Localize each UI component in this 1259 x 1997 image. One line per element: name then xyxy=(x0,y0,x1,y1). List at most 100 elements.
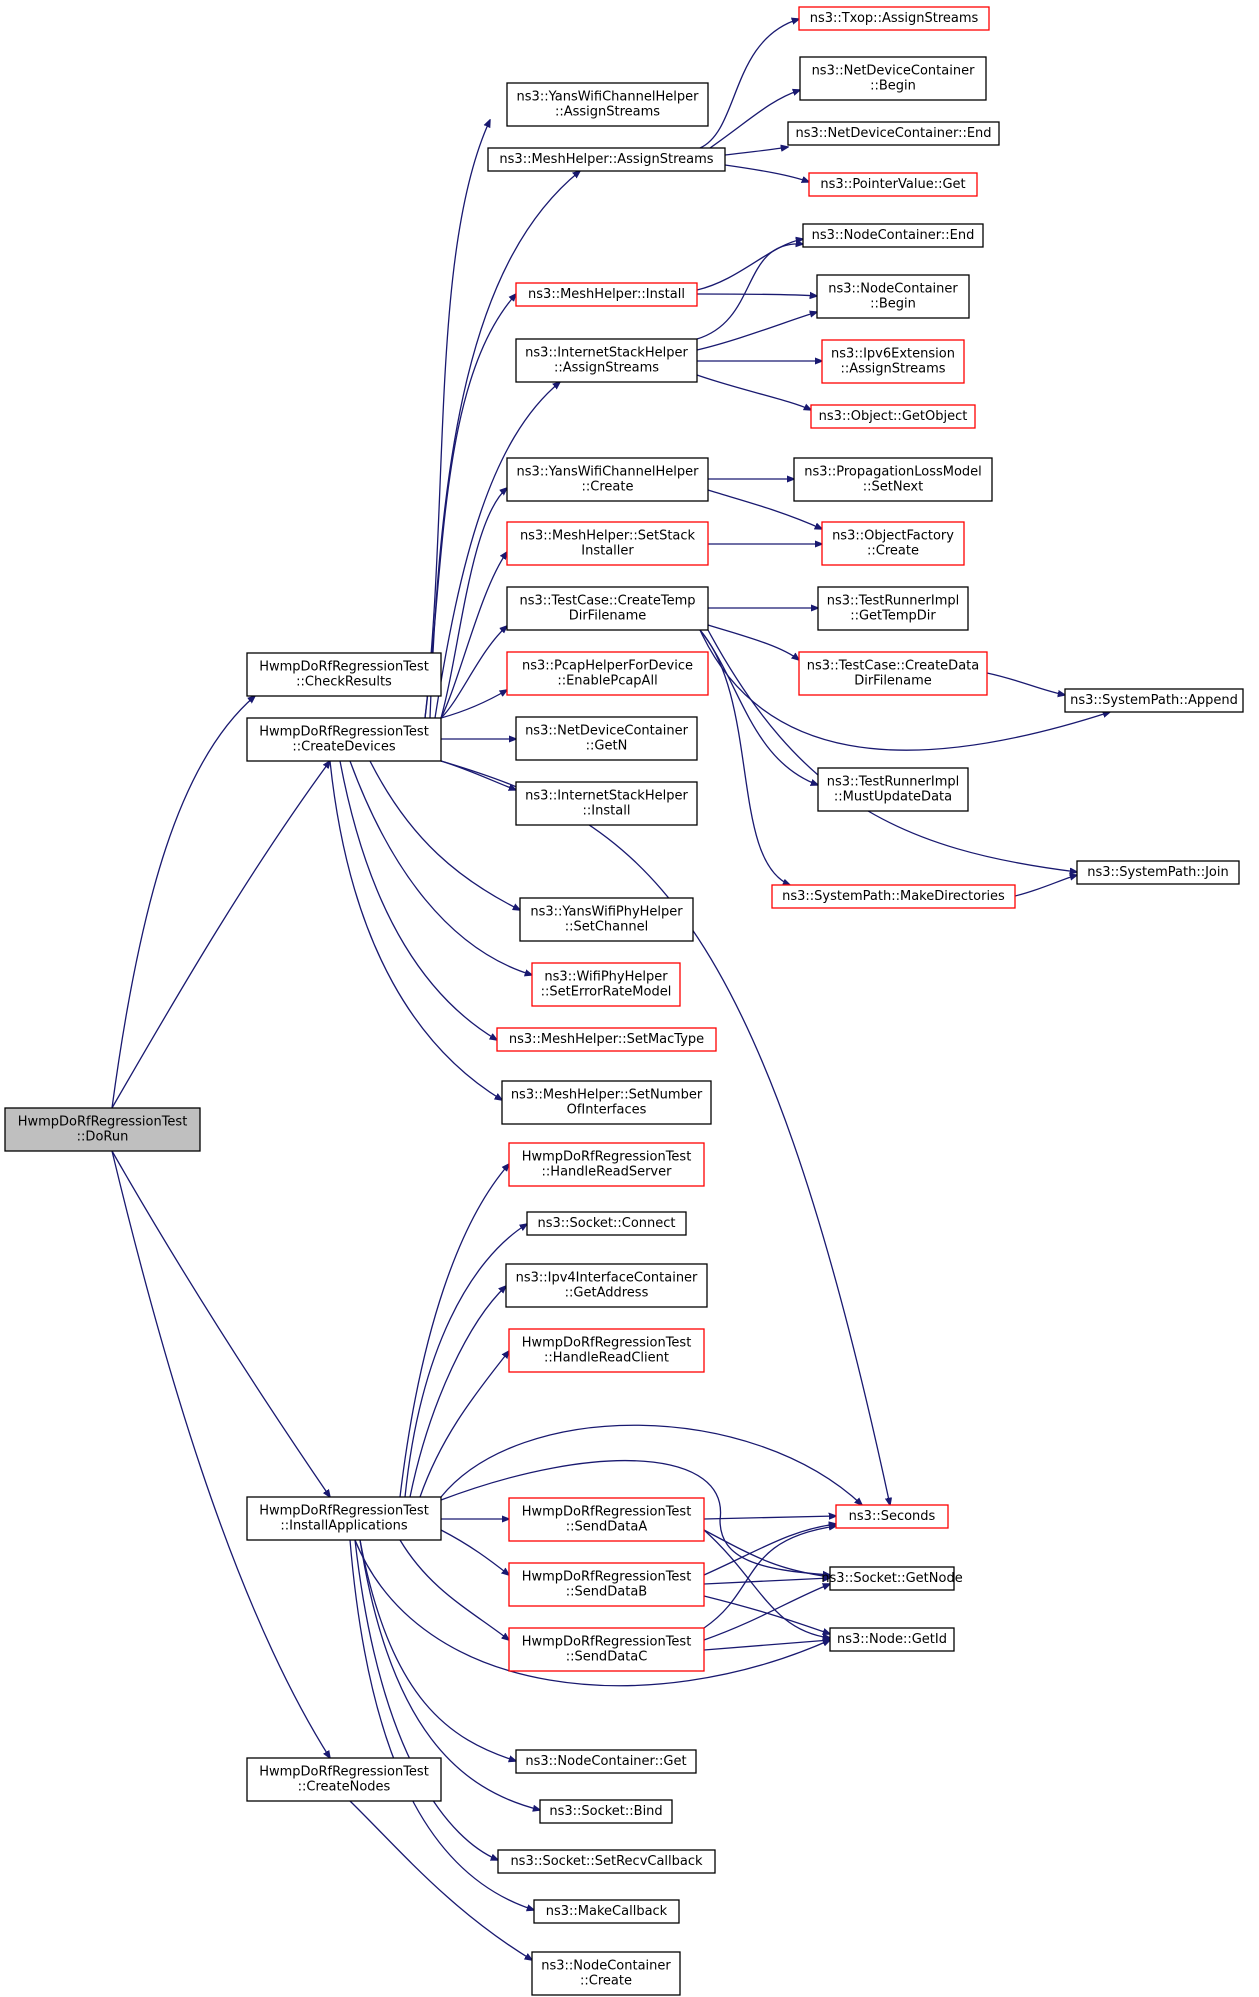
node-box xyxy=(802,223,984,248)
node-makecallback[interactable]: ns3::MakeCallback xyxy=(533,1899,680,1924)
edge-tc_createdata-to-sp_append xyxy=(986,672,1065,695)
node-label-line: ::SendDataA xyxy=(566,1520,648,1535)
node-ipv4ic_getaddr[interactable]: ns3::Ipv4InterfaceContainer::GetAddress xyxy=(505,1263,708,1308)
node-txop_assign[interactable]: ns3::Txop::AssignStreams xyxy=(798,6,990,31)
node-label-line: ::InstallApplications xyxy=(280,1519,408,1534)
nodes: HwmpDoRfRegressionTest::DoRunHwmpDoRfReg… xyxy=(4,6,1244,1996)
node-sp_join[interactable]: ns3::SystemPath::Join xyxy=(1076,860,1240,885)
node-label-line: ns3::YansWifiPhyHelper xyxy=(530,905,683,920)
node-sp_makedirs[interactable]: ns3::SystemPath::MakeDirectories xyxy=(771,884,1016,909)
edge-sendA-to-sock_getnode xyxy=(703,1529,830,1577)
node-mesh_install[interactable]: ns3::MeshHelper::Install xyxy=(515,282,698,307)
node-ipv6ext_assign[interactable]: ns3::Ipv6Extension::AssignStreams xyxy=(821,339,965,384)
node-hrc[interactable]: HwmpDoRfRegressionTest::HandleReadClient xyxy=(508,1328,705,1373)
node-nc_get[interactable]: ns3::NodeContainer::Get xyxy=(515,1749,697,1774)
node-box xyxy=(246,652,442,697)
node-plm_setnext[interactable]: ns3::PropagationLossModel::SetNext xyxy=(793,457,993,502)
node-nc_end[interactable]: ns3::NodeContainer::End xyxy=(802,223,984,248)
edge-createdevices-to-inet_assign xyxy=(434,382,560,719)
node-objfactory_create[interactable]: ns3::ObjectFactory::Create xyxy=(821,521,965,566)
node-label-line: ::GetTempDir xyxy=(850,609,936,624)
node-label-line: ns3::NodeContainer::Get xyxy=(525,1754,686,1769)
edge-installapps-to-sendB xyxy=(440,1529,509,1575)
node-label-line: ns3::TestRunnerImpl xyxy=(827,775,960,790)
node-pv_get[interactable]: ns3::PointerValue::Get xyxy=(808,172,978,197)
node-box xyxy=(487,147,726,172)
node-box xyxy=(539,1799,673,1824)
node-hrs[interactable]: HwmpDoRfRegressionTest::HandleReadServer xyxy=(508,1142,705,1187)
node-label-line: ns3::Socket::GetNode xyxy=(821,1571,962,1586)
node-nc_create[interactable]: ns3::NodeContainer::Create xyxy=(531,1951,681,1996)
node-box xyxy=(798,651,988,696)
node-installapps[interactable]: HwmpDoRfRegressionTest::InstallApplicati… xyxy=(246,1496,442,1541)
node-checkresults[interactable]: HwmpDoRfRegressionTest::CheckResults xyxy=(246,652,442,697)
node-tri_gettemp[interactable]: ns3::TestRunnerImpl::GetTempDir xyxy=(817,586,969,631)
node-label-line: ns3::NodeContainer::End xyxy=(812,228,975,243)
node-box xyxy=(817,767,969,812)
node-label-line: ns3::NodeContainer xyxy=(828,282,958,297)
node-label-line: ::EnablePcapAll xyxy=(557,674,657,689)
node-ndc_end[interactable]: ns3::NetDeviceContainer::End xyxy=(787,121,1000,146)
edge-installapps-to-node_getid xyxy=(354,1539,830,1687)
node-nc_begin[interactable]: ns3::NodeContainer::Begin xyxy=(816,274,970,319)
node-yansphy_setchan[interactable]: ns3::YansWifiPhyHelper::SetChannel xyxy=(519,897,694,942)
node-sock_connect[interactable]: ns3::Socket::Connect xyxy=(526,1211,687,1236)
node-dorun[interactable]: HwmpDoRfRegressionTest::DoRun xyxy=(4,1107,201,1152)
node-createdevices[interactable]: HwmpDoRfRegressionTest::CreateDevices xyxy=(246,717,442,762)
node-label-line: ns3::Node::GetId xyxy=(837,1632,947,1647)
node-box xyxy=(515,338,698,383)
edge-yanschan_create-to-objfactory_create xyxy=(707,489,822,529)
node-sock_getnode[interactable]: ns3::Socket::GetNode xyxy=(821,1566,963,1591)
edge-createdevices-to-tc_createtemp xyxy=(440,626,507,719)
node-box xyxy=(508,1497,705,1542)
node-label-line: ns3::WifiPhyHelper xyxy=(544,970,668,985)
node-label-line: ns3::PointerValue::Get xyxy=(820,177,965,192)
node-wifiphy_seterr[interactable]: ns3::WifiPhyHelper::SetErrorRateModel xyxy=(531,962,681,1007)
edge-dorun-to-createdevices xyxy=(111,761,330,1109)
node-sendB[interactable]: HwmpDoRfRegressionTest::SendDataB xyxy=(508,1562,705,1607)
node-sp_append[interactable]: ns3::SystemPath::Append xyxy=(1064,688,1244,713)
node-ndc_begin[interactable]: ns3::NetDeviceContainer::Begin xyxy=(799,56,987,101)
node-sendC[interactable]: HwmpDoRfRegressionTest::SendDataC xyxy=(508,1627,705,1672)
node-box xyxy=(246,1757,442,1802)
edge-mesh_assign-to-ndc_end xyxy=(724,147,788,156)
node-label-line: Installer xyxy=(581,544,634,559)
node-label-line: ns3::Socket::Bind xyxy=(549,1804,662,1819)
node-label-line: HwmpDoRfRegressionTest xyxy=(259,1765,429,1780)
node-mesh_setmac[interactable]: ns3::MeshHelper::SetMacType xyxy=(496,1027,717,1052)
node-box xyxy=(799,56,987,101)
node-obj_getobject[interactable]: ns3::Object::GetObject xyxy=(810,404,976,429)
node-box xyxy=(508,1328,705,1373)
node-box xyxy=(526,1211,687,1236)
node-seconds[interactable]: ns3::Seconds xyxy=(835,1504,949,1529)
node-yanschan_assign[interactable]: ns3::YansWifiChannelHelper::AssignStream… xyxy=(506,82,709,127)
node-sendA[interactable]: HwmpDoRfRegressionTest::SendDataA xyxy=(508,1497,705,1542)
node-inet_install[interactable]: ns3::InternetStackHelper::Install xyxy=(515,781,698,826)
node-sock_bind[interactable]: ns3::Socket::Bind xyxy=(539,1799,673,1824)
node-tri_mustupdate[interactable]: ns3::TestRunnerImpl::MustUpdateData xyxy=(817,767,969,812)
node-yanschan_create[interactable]: ns3::YansWifiChannelHelper::Create xyxy=(506,457,709,502)
node-pcap_enable[interactable]: ns3::PcapHelperForDevice::EnablePcapAll xyxy=(506,651,709,696)
edge-tc_createtemp-to-sp_makedirs xyxy=(699,629,790,885)
node-node_getid[interactable]: ns3::Node::GetId xyxy=(829,1627,955,1652)
node-mesh_assign[interactable]: ns3::MeshHelper::AssignStreams xyxy=(487,147,726,172)
node-inet_assign[interactable]: ns3::InternetStackHelper::AssignStreams xyxy=(515,338,698,383)
node-label-line: ::Create xyxy=(582,480,634,495)
edge-installapps-to-hrc xyxy=(419,1351,509,1498)
node-createnodes[interactable]: HwmpDoRfRegressionTest::CreateNodes xyxy=(246,1757,442,1802)
node-label-line: ns3::TestCase::CreateData xyxy=(807,659,979,674)
edge-createdevices-to-inet_install xyxy=(440,760,516,790)
node-label-line: ::CreateNodes xyxy=(298,1780,391,1795)
node-ndc_getn[interactable]: ns3::NetDeviceContainer::GetN xyxy=(515,716,698,761)
node-label-line: HwmpDoRfRegressionTest xyxy=(18,1115,188,1130)
node-box xyxy=(506,651,709,696)
node-label-line: ::Create xyxy=(580,1974,632,1989)
node-box xyxy=(1076,860,1240,885)
node-label-line: ::GetN xyxy=(586,739,628,754)
node-sock_setrecv[interactable]: ns3::Socket::SetRecvCallback xyxy=(497,1849,716,1874)
node-label-line: ::SendDataC xyxy=(566,1650,648,1665)
